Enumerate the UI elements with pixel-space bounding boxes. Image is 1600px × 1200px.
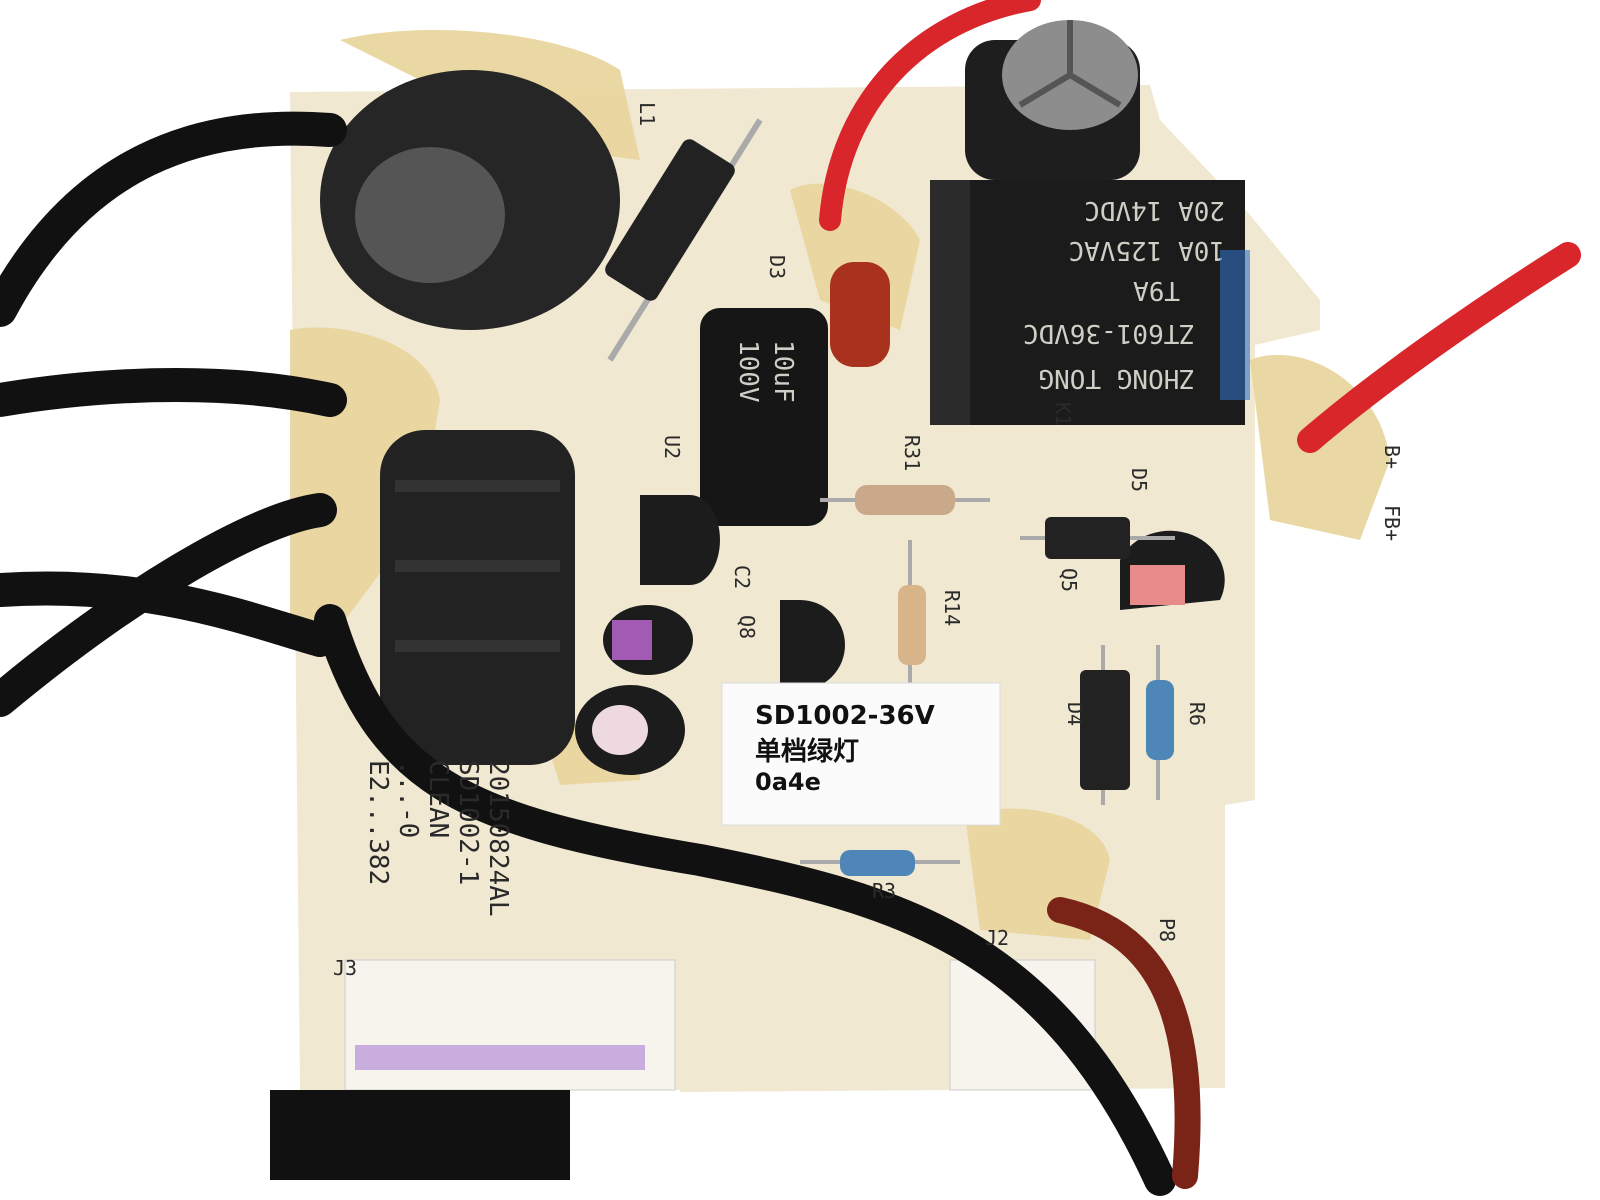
transistors — [603, 495, 1225, 690]
electrolytic-capacitor-top — [965, 20, 1140, 180]
sticker-model: SD1002-36V — [755, 701, 935, 731]
silk-r14: R14 — [940, 590, 964, 626]
resistors — [800, 485, 1175, 876]
relay-rating-ac: 10A 125VAC — [1068, 235, 1225, 265]
diode-d3 — [605, 118, 763, 362]
silk-l1: L1 — [635, 102, 659, 126]
silk-q5: Q5 — [1057, 568, 1081, 592]
silk-d3: D3 — [765, 255, 789, 279]
film-capacitor — [830, 262, 890, 367]
silk-r31: R31 — [900, 435, 924, 471]
pcb-marking-line2: ...-0 — [393, 760, 423, 838]
relay-part: ZT601-36VDC — [1023, 318, 1195, 348]
pcb-marking-line3: CLEAN — [423, 760, 453, 838]
sticker-label: SD1002-36V 单档绿灯 0a4e — [721, 682, 1001, 826]
pcb-marking-line4: SD1002-1 — [453, 760, 483, 885]
silk-p8: P8 — [1155, 918, 1179, 942]
silk-q8: Q8 — [735, 615, 759, 639]
connector-j3 — [344, 959, 676, 1091]
silk-d4: D4 — [1063, 702, 1087, 726]
relay-brand: ZHONG TONG — [1038, 363, 1195, 393]
relay-k1: ZHONG TONG ZT601-36VDC T9A 10A 125VAC 20… — [930, 180, 1250, 425]
silk-j2: J2 — [985, 926, 1009, 950]
choke-inductor — [380, 430, 575, 765]
plug-housing — [270, 1090, 570, 1180]
capacitor-voltage: 100V — [733, 340, 763, 403]
toroid-inductor — [320, 70, 620, 330]
sticker-code: 0a4e — [755, 768, 821, 796]
silk-j3: J3 — [333, 956, 357, 980]
small-electrolytic-capacitor — [575, 685, 685, 775]
silkscreen-labels: L1 D3 U2 C2 R31 D5 Q5 Q8 R14 R3 D4 R6 K1… — [333, 102, 1404, 980]
sticker-description: 单档绿灯 — [755, 737, 859, 767]
silk-u2: U2 — [660, 435, 684, 459]
capacitor-value: 10uF — [768, 340, 798, 403]
pcb-marking: E2...382 ...-0 CLEAN SD1002-1 20150824AL — [363, 760, 513, 917]
silk-r3: R3 — [872, 879, 896, 903]
silk-c2: C2 — [730, 565, 754, 589]
silk-k1: K1 — [1051, 402, 1075, 426]
silk-d5: D5 — [1127, 468, 1151, 492]
capacitor-10uf: 10uF 100V — [700, 308, 828, 526]
relay-rating-dc: 20A 14VDC — [1084, 195, 1225, 225]
silk-b-plus: B+ — [1380, 445, 1404, 469]
silk-fb-plus: FB+ — [1380, 505, 1404, 541]
pcb-marking-line5: 20150824AL — [483, 760, 513, 917]
pcb-marking-line1: E2...382 — [363, 760, 393, 885]
relay-rating-type: T9A — [1133, 275, 1180, 305]
silk-r6: R6 — [1185, 702, 1209, 726]
